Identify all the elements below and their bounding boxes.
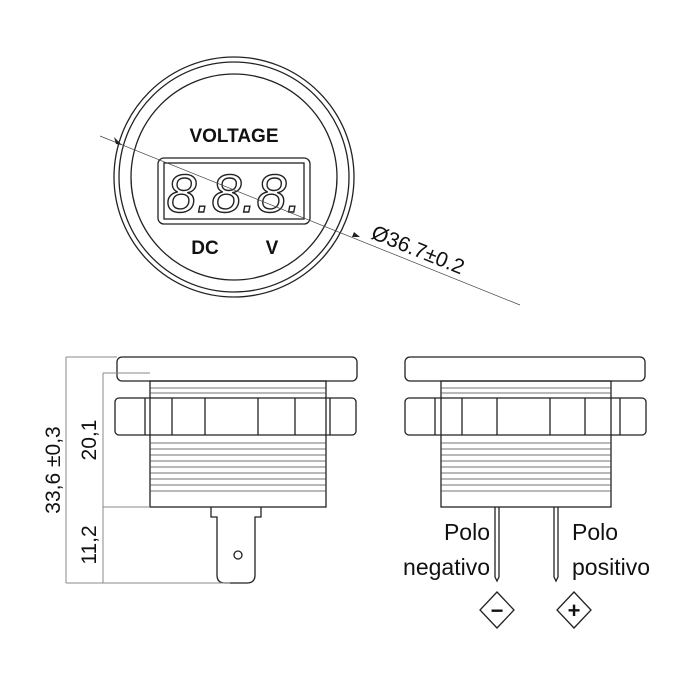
terminal-height-dimension: 11,2	[78, 525, 101, 564]
unit-label: V	[266, 238, 279, 259]
side-threads	[150, 387, 326, 492]
terminal-hole	[233, 550, 243, 560]
rear-threaded-body	[440, 380, 612, 508]
seven-segment-digits: 8.8.8.	[166, 164, 301, 224]
side-view: 33,6 ±0,3 20,1 11,2	[42, 356, 358, 584]
negative-label-line1: Polo	[444, 519, 490, 545]
positive-label-line2: positivo	[572, 554, 650, 580]
positive-pin	[553, 507, 559, 583]
bezel-ring	[118, 61, 350, 293]
negative-symbol-icon: −	[479, 591, 515, 629]
diameter-dimension-line	[99, 135, 521, 306]
svg-text:−: −	[491, 598, 504, 623]
rear-cap	[404, 356, 646, 382]
face-circle	[130, 73, 338, 281]
diameter-dimension-text: Ø36.7±0.2	[368, 221, 467, 279]
positive-label-line1: Polo	[572, 519, 618, 545]
positive-symbol-icon: +	[556, 591, 592, 629]
svg-text:+: +	[568, 598, 581, 623]
display-inner	[163, 162, 305, 220]
side-terminal	[210, 507, 262, 584]
negative-pin	[494, 507, 500, 583]
rear-nut	[404, 397, 647, 436]
side-nut-ribs	[144, 398, 331, 435]
dc-label: DC	[191, 238, 219, 259]
side-cap	[116, 356, 358, 382]
side-threaded-body	[149, 380, 327, 508]
voltage-label: VOLTAGE	[189, 126, 278, 147]
height-dimension-lines	[65, 356, 230, 584]
side-nut	[114, 397, 357, 436]
rear-threads	[441, 387, 611, 492]
rear-nut-ribs	[434, 398, 621, 435]
body-height-dimension: 20,1	[78, 420, 101, 461]
front-view: 8.8.8. VOLTAGE DC V Ø36.7±0.2	[99, 56, 521, 306]
rear-view: Polo negativo Polo positivo − +	[403, 356, 650, 629]
negative-label-line2: negativo	[403, 554, 490, 580]
total-height-dimension: 33,6 ±0,3	[42, 426, 65, 513]
outer-bezel-circle	[113, 56, 355, 298]
display-window	[157, 157, 311, 225]
